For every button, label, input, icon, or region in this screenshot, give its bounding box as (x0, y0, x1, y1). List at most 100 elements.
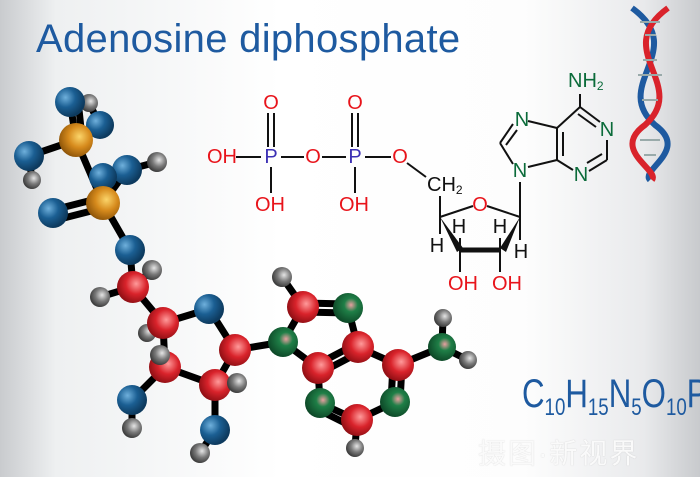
atom-ball (268, 327, 298, 357)
atom-label-n: N (574, 164, 588, 186)
bond (499, 142, 514, 165)
dna-rungs (638, 21, 662, 156)
atom-ball (190, 443, 210, 463)
atom-ball (305, 388, 335, 418)
atom-label-h: H (493, 216, 507, 238)
atom-ball (227, 373, 247, 393)
atom-ball (200, 415, 230, 445)
atom-label-o: O (347, 92, 363, 114)
atom-label-nh2: NH2 (568, 70, 604, 93)
atom-label-p: P (264, 146, 277, 168)
formula-count: 10 (665, 394, 687, 421)
formula-element: O (641, 372, 666, 416)
atom-ball (272, 267, 292, 287)
atom-ball (90, 287, 110, 307)
atom-ball (302, 352, 334, 384)
formula-element: H (565, 372, 588, 416)
formula-count: 5 (631, 394, 642, 421)
page-title: Adenosine diphosphate (36, 17, 461, 61)
bond (586, 153, 603, 164)
atom-ball (434, 309, 452, 327)
atom-ball (147, 152, 167, 172)
atom-label-oh: OH (448, 273, 478, 295)
atom-ball (287, 291, 319, 323)
atom-ball (55, 87, 85, 117)
atom-label-p: P (348, 146, 361, 168)
atom-ball (428, 333, 456, 361)
model-hydrogen-atoms-front (122, 309, 477, 463)
atom-ball (346, 439, 364, 457)
atom-label-ch: CH (427, 174, 456, 196)
atom-ball (219, 334, 251, 366)
atom-label-subscript: 2 (597, 79, 604, 93)
model-phosphorus-atoms (59, 123, 120, 220)
atom-ball (342, 331, 374, 363)
formula-element: C (522, 372, 545, 416)
model-carbon-atoms (117, 271, 414, 436)
atom-ball (117, 271, 149, 303)
bond (579, 106, 601, 123)
atom-ball (112, 155, 142, 185)
atom-ball (23, 171, 41, 189)
bond (556, 106, 581, 129)
atom-ball (89, 163, 117, 191)
structure-bonds (236, 94, 608, 272)
dna-helix-icon (629, 5, 671, 183)
atom-label-oh: OH (339, 194, 369, 216)
atom-ball (59, 123, 93, 157)
formula-count: 15 (587, 394, 609, 421)
atom-ball (86, 111, 114, 139)
atom-label-h: H (430, 235, 444, 257)
atom-label-ch2: CH2 (427, 174, 463, 197)
bond (577, 113, 597, 128)
atom-ball (115, 235, 145, 265)
model-oxygen-atoms (14, 87, 230, 445)
atom-label-o: O (305, 146, 321, 168)
ball-and-stick-model (14, 87, 477, 463)
bond (499, 123, 514, 144)
atom-label-n: N (600, 119, 614, 141)
atom-label-ring-o: O (472, 194, 488, 216)
atom-ball (333, 293, 363, 323)
dna-strand (629, 5, 670, 182)
atom-label-oh: OH (492, 273, 522, 295)
atom-ball (38, 198, 68, 228)
atom-ball (194, 294, 224, 324)
atom-label-oh: OH (255, 194, 285, 216)
bond (486, 205, 521, 218)
atom-label-o: O (263, 92, 279, 114)
bond (527, 120, 558, 129)
structural-formula: OH P O O P O OH OH O CH2 O H H H H OH OH… (207, 70, 614, 295)
atom-label-h: H (514, 241, 528, 263)
bond (440, 217, 463, 252)
bond (505, 129, 518, 146)
formula-element: N (608, 372, 632, 416)
atom-ball (122, 418, 142, 438)
atom-label-n: N (513, 160, 527, 182)
atom-ball (142, 260, 162, 280)
formula-count: 10 (544, 394, 566, 421)
atom-label-nh: NH (568, 70, 597, 92)
atom-ball (459, 351, 477, 369)
bond (556, 159, 574, 171)
atom-label-o: O (392, 146, 408, 168)
watermark: 摄图·新视界 (478, 438, 640, 469)
atom-label-subscript: 2 (456, 183, 463, 197)
bond (588, 159, 608, 172)
atom-ball (380, 387, 410, 417)
atom-ball (150, 345, 170, 365)
molecular-formula: C10H15N5O10P2 (522, 372, 700, 420)
atom-ball (147, 307, 179, 339)
formula-element: P (687, 372, 700, 416)
bond (500, 217, 520, 252)
atom-label-oh: OH (207, 146, 237, 168)
atom-label-h: H (452, 216, 466, 238)
atom-ball (341, 404, 373, 436)
bond (439, 205, 474, 218)
bond (406, 162, 427, 178)
atom-label-n: N (515, 109, 529, 131)
bond (527, 159, 558, 168)
atom-ball (14, 141, 44, 171)
